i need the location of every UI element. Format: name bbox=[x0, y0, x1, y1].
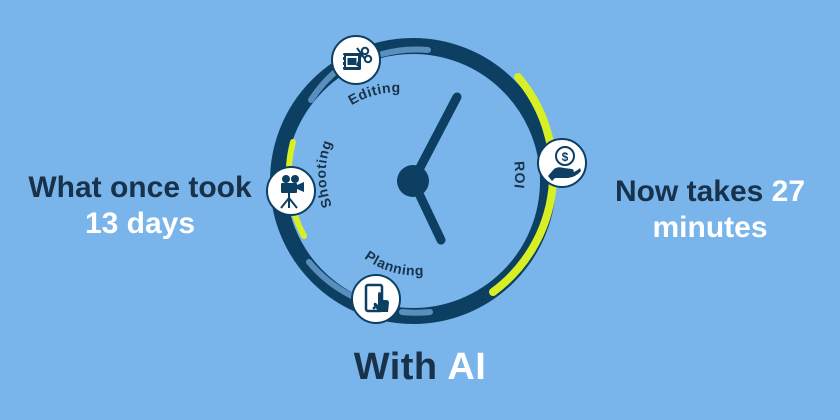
bottom-caption: With AI bbox=[0, 346, 840, 389]
film-scissors-icon bbox=[331, 35, 381, 85]
track-segment bbox=[379, 46, 431, 57]
accent-arc-right bbox=[489, 73, 558, 296]
stage-label-planning: Planning bbox=[362, 247, 424, 278]
bottom-caption-prefix: With bbox=[353, 346, 438, 388]
right-caption-line2: minutes bbox=[652, 211, 768, 244]
hand-dollar-coin-icon: $ bbox=[537, 138, 587, 188]
right-caption-highlight: 27 bbox=[771, 175, 806, 208]
tablet-touch-icon bbox=[351, 274, 401, 324]
right-caption-prefix: Now takes bbox=[614, 175, 764, 208]
left-caption-line1: What once took bbox=[28, 171, 252, 204]
left-caption-line2: 13 days bbox=[84, 207, 196, 240]
right-caption-line1: Now takes 27 bbox=[596, 174, 824, 210]
track-segment bbox=[306, 259, 355, 299]
clock-center-hub bbox=[397, 165, 429, 197]
svg-text:$: $ bbox=[562, 150, 569, 164]
movie-camera-icon bbox=[266, 166, 316, 216]
stage-label-roi: ROI bbox=[511, 161, 528, 190]
right-caption: Now takes 27 minutes bbox=[596, 174, 824, 246]
stage-label-shooting: Shooting bbox=[313, 138, 335, 211]
bottom-caption-highlight: AI bbox=[447, 346, 487, 388]
track-segment bbox=[399, 309, 433, 316]
left-caption: What once took 13 days bbox=[20, 170, 260, 242]
